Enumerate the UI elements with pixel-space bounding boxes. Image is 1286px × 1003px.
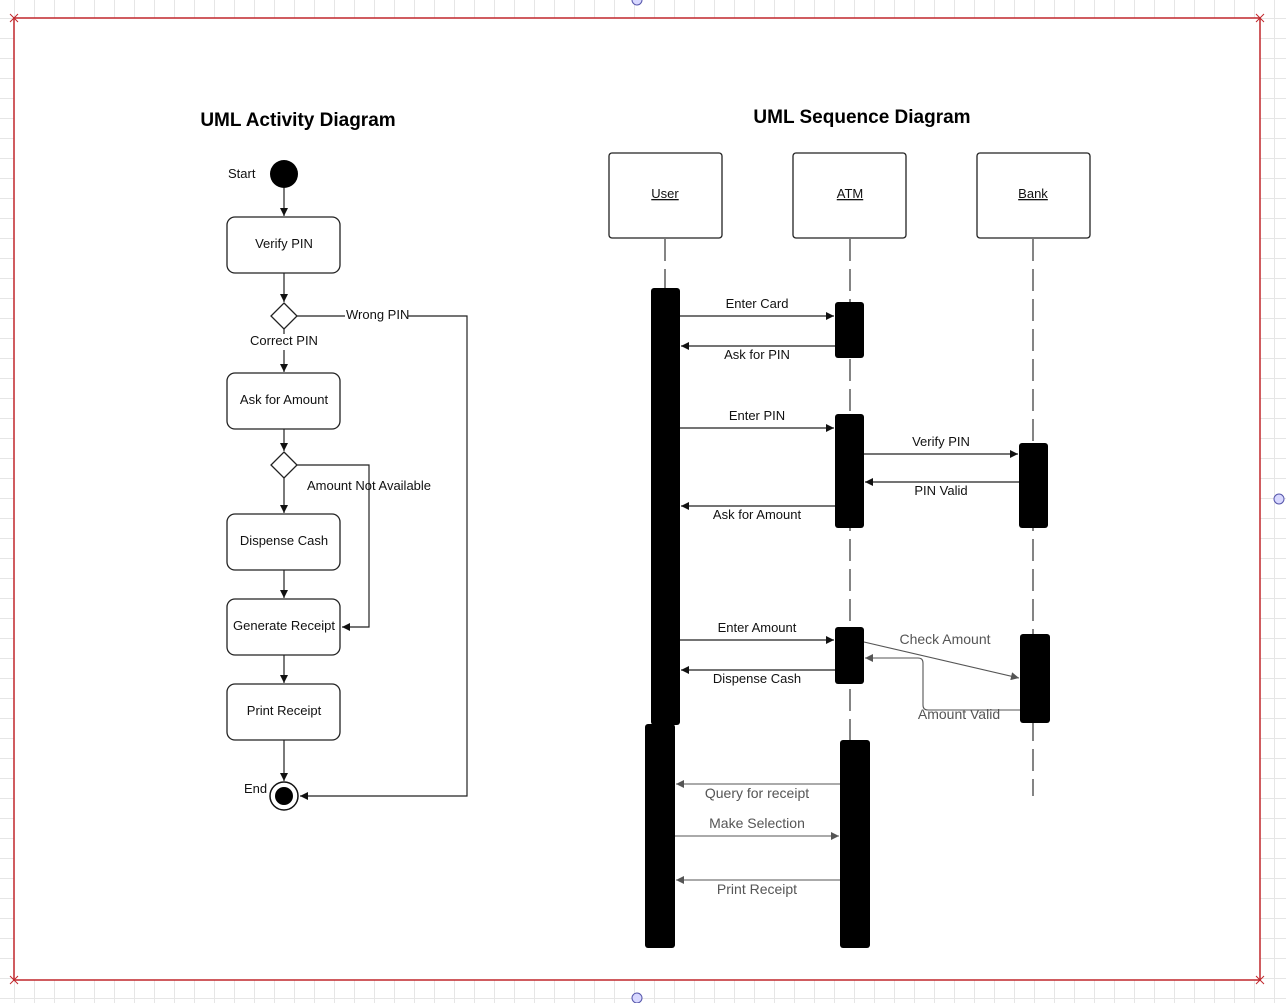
ask-amount-label: Ask for Amount <box>240 392 329 407</box>
resize-handle-right[interactable] <box>1273 493 1285 505</box>
sequence-title: UML Sequence Diagram <box>753 107 970 128</box>
msg-print-receipt-label: Print Receipt <box>717 881 797 897</box>
verify-pin-label: Verify PIN <box>255 236 313 251</box>
msg-amount-valid <box>865 654 1020 711</box>
msg-verify-pin-label: Verify PIN <box>912 434 970 449</box>
atm-activation-2[interactable] <box>835 414 864 528</box>
activity-title: UML Activity Diagram <box>200 110 395 131</box>
msg-dispense-cash-label: Dispense Cash <box>713 671 801 686</box>
atm-activation-1[interactable] <box>835 302 864 358</box>
print-receipt-label: Print Receipt <box>247 703 322 718</box>
lifeline-bank-label: Bank <box>1018 186 1048 201</box>
amount-not-available-label: Amount Not Available <box>307 478 431 493</box>
frame-corner-marks <box>9 13 1265 985</box>
wrong-pin-label: Wrong PIN <box>346 307 409 322</box>
lifeline-atm-label: ATM <box>837 186 863 201</box>
msg-enter-amount-label: Enter Amount <box>718 620 797 635</box>
msg-query-receipt-label: Query for receipt <box>705 785 809 801</box>
bank-activation-1[interactable] <box>1019 443 1048 528</box>
lifeline-atm-head[interactable] <box>792 152 907 239</box>
correct-pin-label: Correct PIN <box>250 333 318 348</box>
msg-enter-pin-label: Enter PIN <box>729 408 785 423</box>
atm-activation-3[interactable] <box>835 627 864 684</box>
end-node-core <box>275 787 293 805</box>
msg-ask-pin-label: Ask for PIN <box>724 347 790 362</box>
msg-amount-valid-label: Amount Valid <box>918 706 1000 722</box>
atm-activation-4[interactable] <box>840 740 870 948</box>
lifeline-bank-head[interactable] <box>976 152 1091 239</box>
msg-enter-card-label: Enter Card <box>726 296 789 311</box>
msg-pin-valid-label: PIN Valid <box>914 483 967 498</box>
start-label: Start <box>228 166 256 181</box>
dispense-cash-label: Dispense Cash <box>240 533 328 548</box>
user-activation-1[interactable] <box>651 288 680 725</box>
msg-make-selection-label: Make Selection <box>709 815 805 831</box>
user-activation-2[interactable] <box>645 724 675 948</box>
lifeline-user-head[interactable] <box>608 152 723 239</box>
end-label: End <box>244 781 267 796</box>
flow-wrong-pin <box>297 315 468 796</box>
start-node[interactable] <box>270 160 298 188</box>
activity-diagram: UML Activity Diagram Start Verify PIN Wr… <box>200 110 468 811</box>
bank-activation-2[interactable] <box>1020 634 1050 723</box>
msg-check-amount <box>863 641 1020 681</box>
sequence-diagram: UML Sequence Diagram User ATM Bank Enter… <box>608 107 1091 948</box>
flow-amount-not-available <box>297 464 370 631</box>
lifeline-user-label: User <box>651 186 679 201</box>
resize-handle-bottom[interactable] <box>631 992 643 1003</box>
generate-receipt-label: Generate Receipt <box>233 618 335 633</box>
msg-ask-amount-label: Ask for Amount <box>713 507 802 522</box>
msg-check-amount-label: Check Amount <box>899 631 990 647</box>
resize-handle-top[interactable] <box>631 0 643 6</box>
